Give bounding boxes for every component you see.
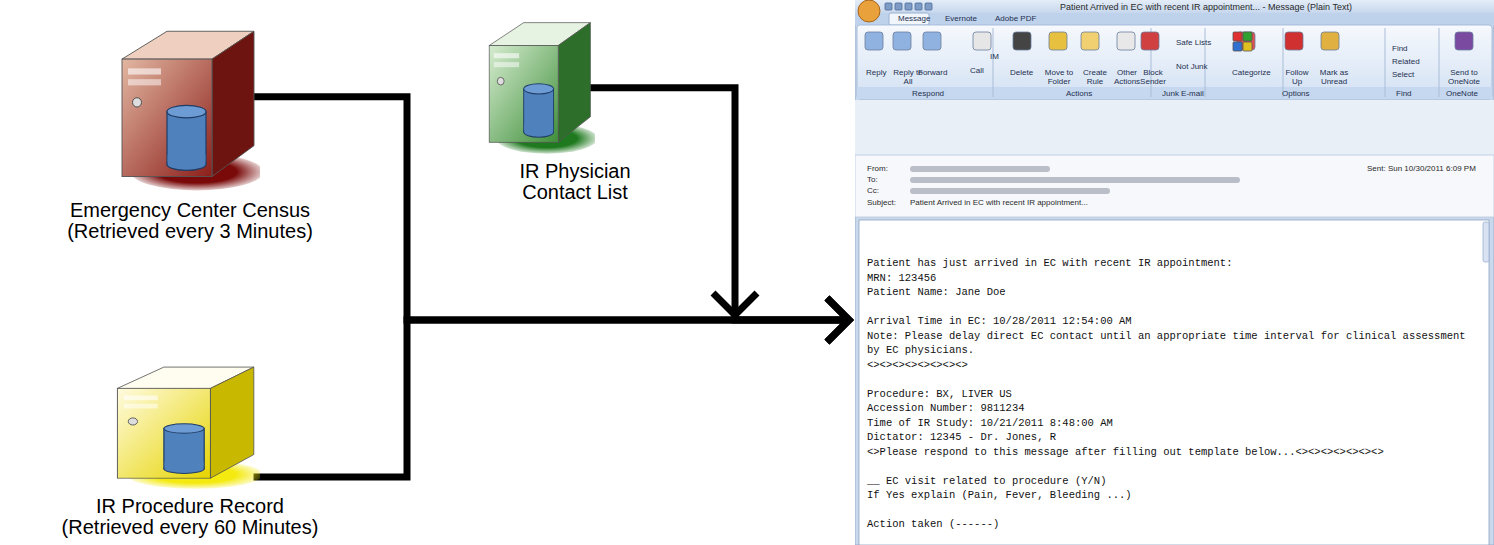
server-label: IR Physician Contact List xyxy=(495,161,655,203)
data-flow-arrow xyxy=(254,298,850,477)
ribbon-label: Move to Folder xyxy=(1040,68,1078,86)
ribbon-label: Respond xyxy=(912,89,944,98)
server-icon xyxy=(105,360,260,490)
ribbon-label: Send to OneNote xyxy=(1444,68,1484,86)
ribbon-label: IM xyxy=(990,52,999,61)
server-label: Emergency Center Census xyxy=(60,200,320,221)
ribbon-label: Evernote xyxy=(945,14,977,23)
ribbon-label: Options xyxy=(1282,89,1310,98)
junction-arrowhead xyxy=(713,293,757,315)
email-body-line: If Yes explain (Pain, Fever, Bleeding ..… xyxy=(867,488,1482,503)
email-header-field: Subject: xyxy=(867,198,896,208)
ribbon-label: Reply xyxy=(866,68,886,77)
email-body-line: Procedure: BX, LIVER US xyxy=(867,387,1482,402)
ribbon-label: Not Junk xyxy=(1176,62,1208,71)
email-body-line: <><><><><><><><> xyxy=(867,358,1482,373)
ribbon-label: Forward xyxy=(918,68,947,77)
email-window-chrome xyxy=(855,0,1494,545)
ribbon-label: Other Actions xyxy=(1110,68,1144,86)
email-body-line: __ EC visit related to procedure (Y/N) xyxy=(867,474,1482,489)
ribbon-label: Adobe PDF xyxy=(995,14,1036,23)
email-body-line: Dictator: 12345 - Dr. Jones, R xyxy=(867,430,1482,445)
connector-line xyxy=(254,320,850,477)
arrowhead xyxy=(827,298,849,342)
ribbon-label: Select xyxy=(1392,70,1414,79)
ribbon-label: Block Sender xyxy=(1136,68,1170,86)
server-icon xyxy=(110,22,260,192)
email-body-line: Accession Number: 9811234 xyxy=(867,401,1482,416)
connector-line xyxy=(254,97,849,320)
server-label: (Retrieved every 3 Minutes) xyxy=(60,221,320,242)
server-icon xyxy=(480,15,595,155)
email-header-field: From: xyxy=(867,164,888,174)
ribbon-label: Call xyxy=(970,66,984,75)
ribbon-label: Follow Up xyxy=(1282,68,1312,86)
ribbon-label: Find xyxy=(1392,44,1408,53)
email-body-line: Patient has just arrived in EC with rece… xyxy=(867,256,1482,271)
server-label: IR Procedure Record xyxy=(55,496,325,517)
email-header-field: Sent: Sun 10/30/2011 6:09 PM xyxy=(1367,164,1476,174)
ribbon-label: Safe Lists xyxy=(1176,38,1211,47)
ribbon-label: Message xyxy=(898,14,930,23)
email-window: Patient Arrived in EC with recent IR app… xyxy=(855,0,1494,545)
window-title: Patient Arrived in EC with recent IR app… xyxy=(1060,2,1352,12)
ribbon-label: Junk E-mail xyxy=(1162,89,1204,98)
email-body: Patient has just arrived in EC with rece… xyxy=(867,256,1482,532)
email-body-line: <>Please respond to this message after f… xyxy=(867,445,1482,460)
email-header-field: Patient Arrived in EC with recent IR app… xyxy=(910,198,1088,208)
ribbon-label: Related xyxy=(1392,57,1420,66)
email-body-line: Time of IR Study: 10/21/2011 8:48:00 AM xyxy=(867,416,1482,431)
ribbon-label: Delete xyxy=(1010,68,1033,77)
server-node: IR Procedure Record(Retrieved every 60 M… xyxy=(55,360,325,538)
server-node: Emergency Center Census(Retrieved every … xyxy=(60,22,320,242)
ribbon-label: Find xyxy=(1396,89,1412,98)
email-header-field: Cc: xyxy=(867,186,879,196)
server-label: (Retrieved every 60 Minutes) xyxy=(55,517,325,538)
data-flow-arrow xyxy=(589,88,850,342)
ribbon-label: Categorize xyxy=(1232,68,1271,77)
server-node: IR Physician Contact List xyxy=(495,15,655,203)
ribbon-label: OneNote xyxy=(1446,89,1478,98)
email-header-field: To: xyxy=(867,175,878,185)
connector-line xyxy=(589,88,850,320)
email-body-line: Patient Name: Jane Doe xyxy=(867,285,1482,300)
email-body-line: Note: Please delay direct EC contact unt… xyxy=(867,329,1482,358)
ribbon-label: Mark as Unread xyxy=(1316,68,1352,86)
email-body-line: MRN: 123456 xyxy=(867,271,1482,286)
email-body-line: Arrival Time in EC: 10/28/2011 12:54:00 … xyxy=(867,314,1482,329)
data-flow-arrow xyxy=(254,97,849,342)
email-body-line: Action taken (------) xyxy=(867,517,1482,532)
ribbon-label: Create Rule xyxy=(1080,68,1110,86)
ribbon-label: Actions xyxy=(1066,89,1092,98)
